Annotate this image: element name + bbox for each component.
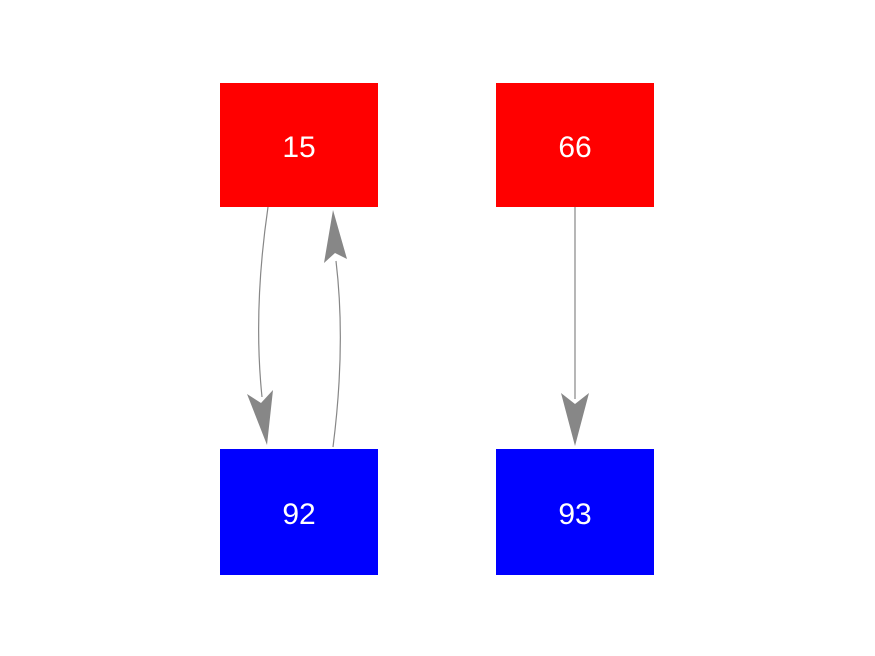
edge-92-15-line: [332, 260, 341, 448]
edge-92-15: [324, 210, 347, 448]
node-66-box: [496, 83, 654, 207]
edge-66-93: [561, 207, 589, 446]
edge-15-92-arrowhead: [247, 390, 273, 445]
node-93-box: [496, 449, 654, 575]
node-15-label: 15: [282, 131, 315, 164]
edge-66-93-arrowhead: [561, 393, 589, 446]
node-93-label: 93: [558, 498, 591, 531]
node-92-box: [220, 449, 378, 575]
node-93: 93: [496, 449, 654, 575]
node-92-label: 92: [282, 498, 315, 531]
edge-15-92: [247, 206, 273, 445]
edge-15-92-line: [258, 206, 269, 398]
node-66: 66: [496, 83, 654, 207]
node-92: 92: [220, 449, 378, 575]
edge-92-15-arrowhead: [324, 210, 347, 263]
node-15: 15: [220, 83, 378, 207]
node-15-box: [220, 83, 378, 207]
node-66-label: 66: [558, 131, 591, 164]
